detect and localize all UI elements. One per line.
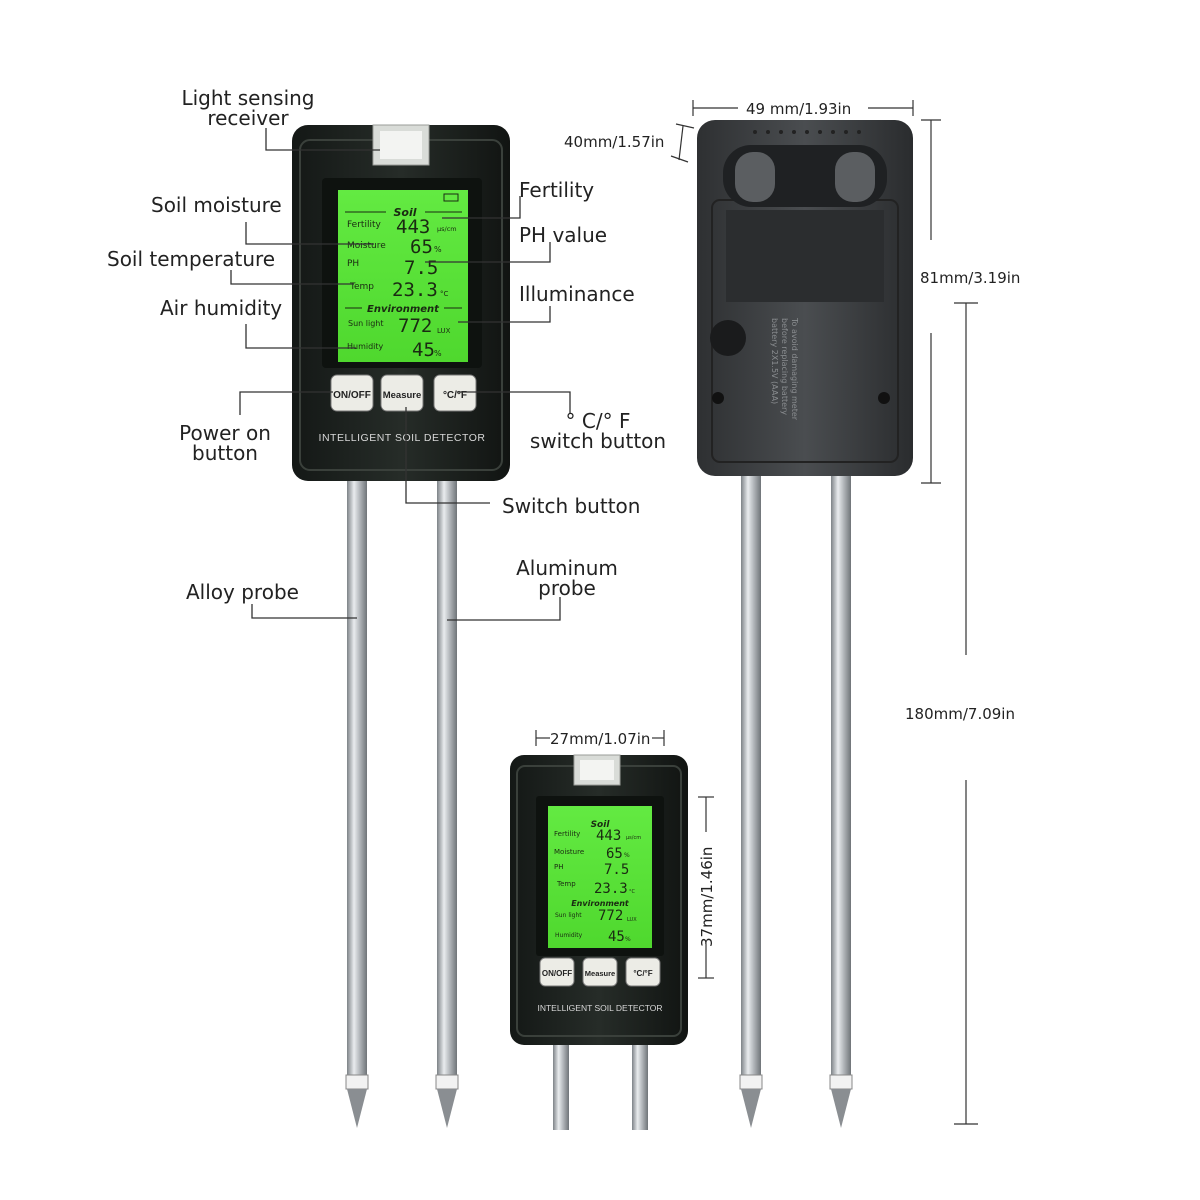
alloy-probe	[345, 478, 369, 1128]
on-off-button[interactable]: ON/OFF	[330, 374, 374, 412]
small-lcd-label-sunlight: Sun light	[555, 912, 582, 919]
small-measure-button[interactable]: Measure	[582, 957, 618, 987]
callout-alloy-probe: Alloy probe	[186, 580, 299, 604]
small-lcd-value-humidity: 45	[608, 929, 625, 945]
svg-text:before replacing battery: before replacing battery	[780, 318, 789, 415]
dim-width-back: 49 mm/1.93in	[746, 100, 852, 118]
battery-icon	[443, 193, 459, 202]
small-lcd-unit-sunlight: LUX	[627, 917, 637, 923]
lcd-unit-temp: °C	[440, 290, 449, 298]
small-lcd-value-sunlight: 772	[598, 908, 623, 924]
lcd-value-sunlight: 772	[398, 315, 432, 337]
back-dimension-lines	[670, 100, 978, 1125]
callout-aluminum-probe-line1: Aluminum	[516, 556, 618, 580]
callout-light-sensing: Light sensing receiver	[168, 88, 328, 128]
small-lcd-label-temp: Temp	[556, 880, 576, 888]
small-lcd-label-humidity: Humidity	[555, 932, 583, 939]
lcd-env-heading: Environment	[367, 304, 440, 315]
measure-button-label: Measure	[383, 390, 422, 401]
light-sensor-window	[372, 124, 430, 166]
device-name-front: INTELLIGENT SOIL DETECTOR	[319, 432, 486, 444]
small-lcd-label-moisture: Moisture	[554, 848, 584, 856]
small-lcd-unit-temp: °C	[629, 889, 636, 895]
unit-toggle-button-label: °C/°F	[443, 390, 467, 401]
small-dimension-lines	[535, 730, 714, 979]
front-device: Soil Fertility 443 μs/cm Moisture 65 % P…	[292, 124, 510, 1128]
lcd-label-ph: PH	[347, 259, 359, 269]
callout-illuminance: Illuminance	[519, 282, 635, 306]
device-name-small: INTELLIGENT SOIL DETECTOR	[537, 1003, 662, 1013]
lcd-unit-fertility: μs/cm	[437, 225, 457, 233]
small-lcd-soil-heading: Soil	[591, 820, 611, 830]
callout-light-sensing-line2: receiver	[207, 106, 289, 130]
small-lcd-label-ph: PH	[554, 863, 564, 871]
small-lcd-value-ph: 7.5	[604, 862, 629, 878]
dim-screen-height: 37mm/1.46in	[698, 846, 716, 947]
small-lcd-label-fertility: Fertility	[554, 830, 580, 838]
dim-body-height: 81mm/3.19in	[920, 269, 1021, 287]
small-unit-button[interactable]: °C/°F	[625, 957, 661, 987]
small-lcd-unit-moisture: %	[624, 852, 630, 859]
small-device: Soil Fertility 443 μs/cm Moisture 65 % P…	[510, 754, 688, 1130]
small-on-off-button[interactable]: ON/OFF	[539, 957, 575, 987]
small-lcd-value-moisture: 65	[606, 846, 623, 862]
callout-leaders	[230, 128, 571, 621]
callout-fertility: Fertility	[519, 178, 595, 202]
small-measure-label: Measure	[585, 969, 615, 978]
svg-text:To avoid damaging meter: To avoid damaging meter	[790, 317, 799, 421]
callout-aluminum-probe: Aluminum probe	[502, 558, 632, 598]
dim-screen-width: 27mm/1.07in	[550, 730, 651, 748]
callout-power-on-line2: button	[192, 441, 258, 465]
callout-power-on-line1: Power on	[179, 421, 271, 445]
small-lcd-unit-fertility: μs/cm	[626, 835, 641, 841]
small-lcd-unit-humidity: %	[625, 936, 631, 943]
lcd-screen	[338, 190, 468, 362]
lcd-label-humidity: Humidity	[347, 342, 384, 351]
lcd-unit-humidity: %	[434, 349, 442, 358]
callout-switch-button: Switch button	[502, 494, 641, 518]
measure-button[interactable]: Measure	[380, 374, 424, 412]
callout-soil-moisture: Soil moisture	[151, 193, 282, 217]
callout-unit-switch: ° C/° F switch button	[518, 411, 678, 451]
lcd-value-moisture: 65	[410, 236, 433, 258]
lcd-label-sunlight: Sun light	[348, 319, 384, 328]
on-off-button-label: ON/OFF	[333, 390, 371, 401]
callout-air-humidity: Air humidity	[160, 296, 283, 320]
lcd-unit-moisture: %	[434, 245, 442, 254]
callout-power-on: Power on button	[165, 423, 285, 463]
callout-light-sensing-line1: Light sensing	[181, 86, 315, 110]
small-lcd-env-heading: Environment	[571, 899, 630, 908]
small-lcd-value-temp: 23.3	[594, 881, 628, 897]
lcd-soil-heading: Soil	[393, 206, 416, 219]
callout-soil-temperature: Soil temperature	[107, 247, 276, 271]
small-on-off-label: ON/OFF	[542, 969, 572, 978]
small-lcd-value-fertility: 443	[596, 828, 621, 844]
lcd-value-ph: 7.5	[404, 257, 438, 279]
aluminum-probe	[435, 478, 459, 1128]
lcd-value-temp: 23.3	[392, 279, 438, 301]
dim-total-length: 180mm/7.09in	[905, 705, 1015, 723]
callout-unit-switch-line2: switch button	[529, 429, 667, 453]
lcd-unit-sunlight: LUX	[437, 327, 451, 335]
lcd-label-temp: Temp	[349, 282, 374, 292]
lcd-value-humidity: 45	[412, 339, 435, 361]
callout-unit-switch-line1: ° C/° F	[565, 409, 631, 433]
svg-text:battery 2X1.5V (AAA): battery 2X1.5V (AAA)	[770, 318, 779, 404]
lcd-label-fertility: Fertility	[347, 220, 381, 230]
callout-ph-value: PH value	[519, 223, 608, 247]
callout-aluminum-probe-line2: probe	[538, 576, 596, 600]
dim-depth: 40mm/1.57in	[564, 133, 665, 151]
back-device: To avoid damaging meter before replacing…	[697, 120, 913, 1128]
lcd-value-fertility: 443	[396, 216, 430, 238]
lcd-label-moisture: Moisture	[347, 241, 386, 251]
unit-toggle-button[interactable]: °C/°F	[433, 374, 477, 412]
small-unit-label: °C/°F	[633, 969, 652, 978]
